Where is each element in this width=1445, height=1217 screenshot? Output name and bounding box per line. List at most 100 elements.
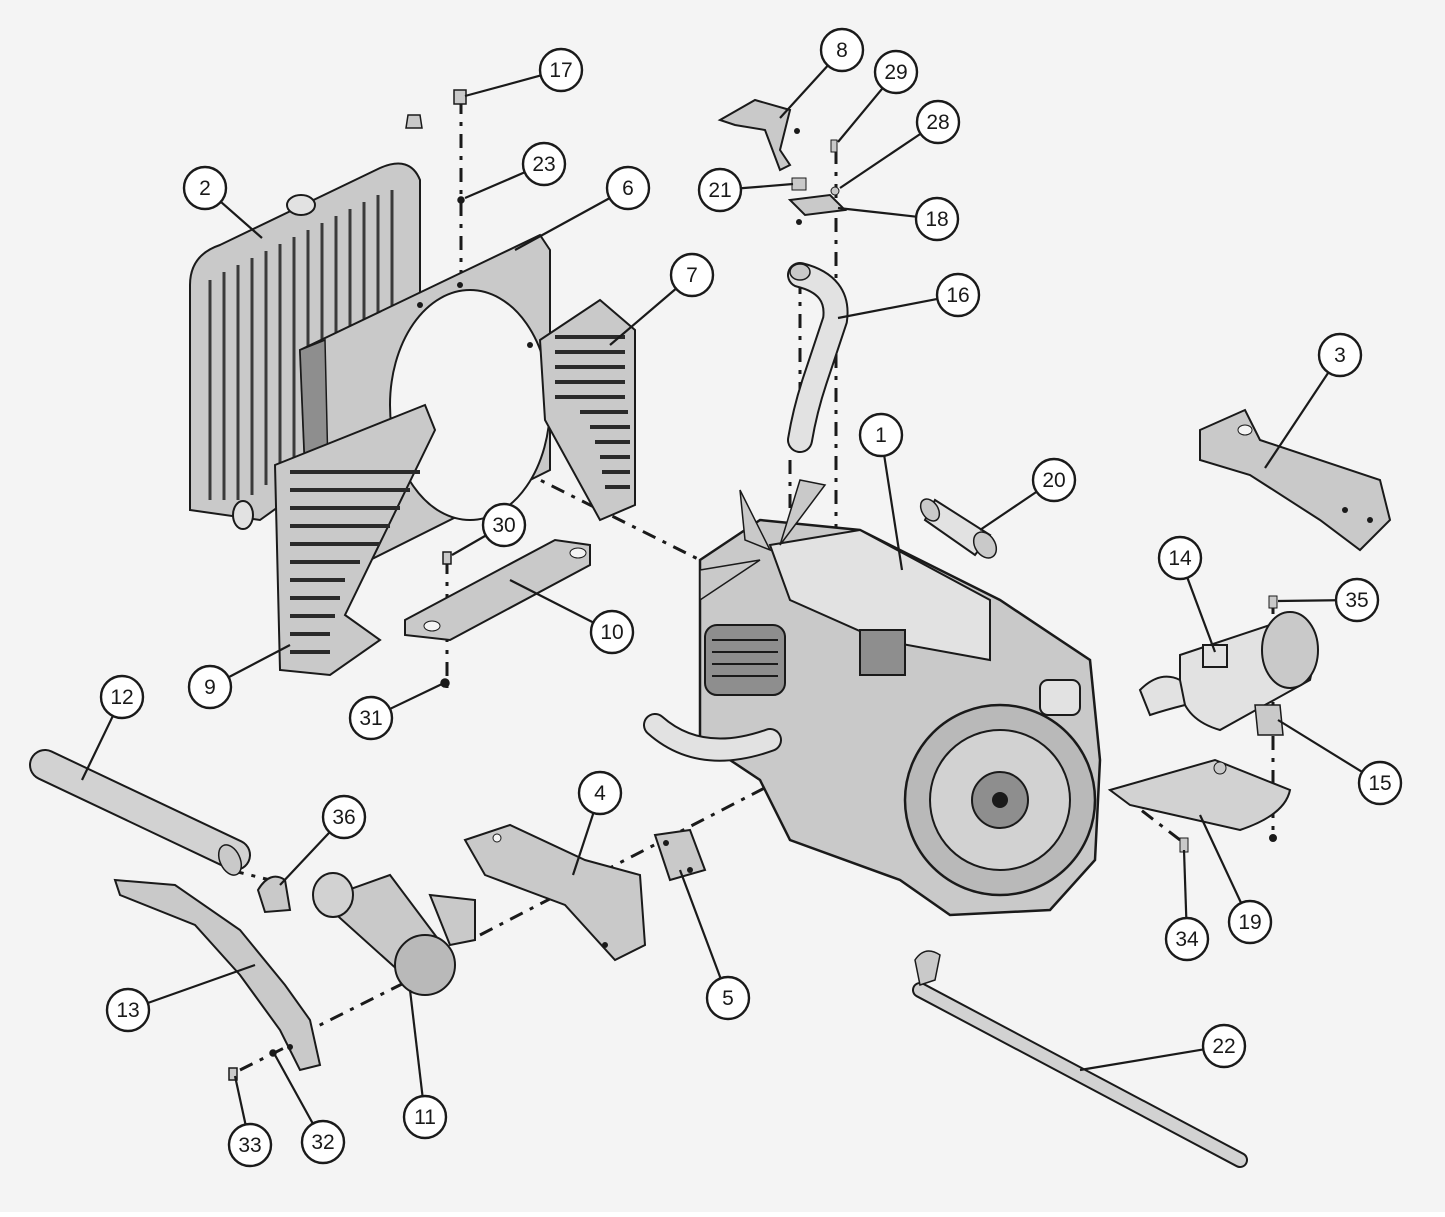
callout-circle [697,167,743,213]
bracket-13-part [113,878,322,1072]
callout-label: 33 [238,1134,261,1157]
callout-circle [1164,916,1210,962]
callout-7: 7 [669,252,715,298]
leader-line-31 [389,683,443,710]
callout-12: 12 [99,674,145,720]
callout-circle [589,609,635,655]
leader-line-13 [147,963,256,1005]
callout-label: 2 [199,177,211,200]
engine-part [643,479,1102,917]
callout-label: 30 [492,514,515,537]
callout-circle [300,1119,346,1165]
plate-19-part [1107,758,1292,853]
callout-label: 29 [884,61,907,84]
exhaust-pipe-part [29,749,251,876]
callout-19: 19 [1227,899,1273,945]
callout-28: 28 [915,99,961,145]
callout-31: 31 [348,695,394,741]
leader-line-8 [779,64,829,119]
muffler-part [312,872,476,996]
callout-label: 3 [1334,344,1346,367]
bracket-10-part [404,538,591,642]
callout-label: 20 [1042,469,1065,492]
leader-line-11 [408,989,424,1097]
leader-line-28 [839,132,922,189]
leader-line-4 [571,812,595,876]
leader-line-36 [279,831,331,886]
leader-line-34 [1182,849,1188,919]
callout-label: 34 [1175,928,1199,951]
callout-label: 21 [708,179,731,202]
callout-6: 6 [605,165,651,211]
leader-line-9 [228,644,291,679]
callout-21: 21 [697,167,743,213]
callout-34: 34 [1164,916,1210,962]
callout-label: 15 [1368,772,1391,795]
leader-line-3 [1264,371,1330,469]
callout-1: 1 [858,412,904,458]
callout-8: 8 [819,27,865,73]
callout-23: 23 [521,141,567,187]
callout-circle [914,196,960,242]
callout-circle [481,502,527,548]
callout-label: 32 [311,1131,334,1154]
leader-line-15 [1277,719,1363,773]
callout-5: 5 [705,975,751,1021]
leader-line-33 [233,1075,247,1125]
callout-circle [187,664,233,710]
callout-circle [321,794,367,840]
top-fasteners [453,89,467,204]
bracket-4-part [463,823,647,962]
intake-pipe-part [787,262,849,453]
leader-line-6 [514,197,611,251]
leader-line-21 [740,182,794,190]
callout-circle [1031,457,1077,503]
leader-line-32 [274,1054,314,1125]
left-grille-part [273,403,437,677]
leader-line-18 [837,206,917,218]
leader-line-17 [464,74,542,98]
leader-line-35 [1277,599,1337,603]
callout-circle [1157,535,1203,581]
tube-20-part [919,498,998,559]
clamp-36-part [256,875,292,914]
leader-line-19 [1199,814,1243,904]
leader-line-5 [678,869,722,979]
callout-14: 14 [1157,535,1203,581]
callout-circle [99,674,145,720]
callout-label: 22 [1212,1035,1235,1058]
callout-label: 28 [926,111,949,134]
callout-label: 16 [946,284,969,307]
callout-label: 8 [836,39,848,62]
callout-circle [182,165,228,211]
leader-line-29 [837,87,884,143]
callout-32: 32 [300,1119,346,1165]
callout-circle [1227,899,1273,945]
callout-4: 4 [577,770,623,816]
callout-15: 15 [1357,760,1403,806]
callout-18: 18 [914,196,960,242]
callout-label: 31 [359,707,382,730]
small-bolts [228,551,452,1081]
callout-label: 18 [925,208,948,231]
callout-leader-lines [81,64,1363,1125]
callout-3: 3 [1317,332,1363,378]
right-grille-part [538,298,636,522]
callout-circle [1201,1023,1247,1069]
callout-label: 9 [204,676,216,699]
leader-line-23 [464,171,526,200]
callout-label: 6 [622,177,634,200]
callout-label: 14 [1168,547,1192,570]
callout-label: 35 [1345,589,1368,612]
callout-label: 23 [532,153,555,176]
callout-circle [402,1094,448,1140]
callout-circle [819,27,865,73]
callout-circle [105,987,151,1033]
callout-36: 36 [321,794,367,840]
leader-line-12 [81,715,114,781]
callout-circle [538,47,584,93]
callout-label: 10 [600,621,623,644]
top-bracket-part [717,98,848,225]
callout-label: 36 [332,806,355,829]
callout-circle [348,695,394,741]
